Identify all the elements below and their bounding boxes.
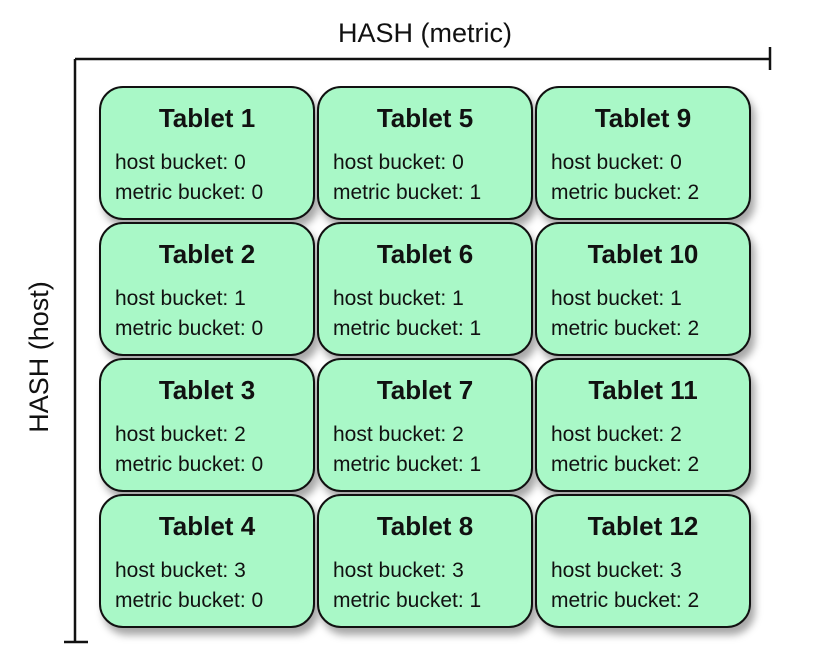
tablet-card: Tablet 5 host bucket: 0 metric bucket: 1 [317,86,533,220]
tablet-title: Tablet 7 [376,375,474,405]
tablet-metric-bucket: metric bucket: 2 [551,453,700,476]
tablet-title: Tablet 12 [587,511,699,541]
tablet-card: Tablet 7 host bucket: 2 metric bucket: 1 [317,358,533,492]
tablet-host-bucket: host bucket: 2 [333,423,464,446]
tablet-card: Tablet 9 host bucket: 0 metric bucket: 2 [535,86,751,220]
tablet-card: Tablet 10 host bucket: 1 metric bucket: … [535,222,751,356]
tablet-title: Tablet 8 [376,511,474,541]
tablet-title: Tablet 1 [158,103,256,133]
tablet-metric-bucket: metric bucket: 1 [333,589,482,612]
metric-axis-label: HASH (metric) [338,18,512,48]
tablet-host-bucket: host bucket: 2 [115,423,246,446]
tablet-card: Tablet 2 host bucket: 1 metric bucket: 0 [99,222,315,356]
tablet-host-bucket: host bucket: 0 [551,151,682,174]
tablet-host-bucket: host bucket: 3 [551,559,682,582]
tablet-host-bucket: host bucket: 3 [115,559,246,582]
tablet-title: Tablet 2 [158,239,256,269]
tablet-title: Tablet 10 [587,239,699,269]
tablet-title: Tablet 11 [588,375,698,405]
tablet-host-bucket: host bucket: 1 [115,287,246,310]
tablet-title: Tablet 3 [158,375,256,405]
tablet-host-bucket: host bucket: 0 [333,151,464,174]
tablet-grid: Tablet 1 host bucket: 0 metric bucket: 0… [99,86,752,628]
tablet-card: Tablet 3 host bucket: 2 metric bucket: 0 [99,358,315,492]
tablet-title: Tablet 9 [594,103,692,133]
tablet-host-bucket: host bucket: 0 [115,151,246,174]
tablet-metric-bucket: metric bucket: 1 [333,181,482,204]
tablet-host-bucket: host bucket: 2 [551,423,682,446]
tablet-metric-bucket: metric bucket: 1 [333,317,482,340]
tablet-metric-bucket: metric bucket: 0 [115,453,264,476]
tablet-card: Tablet 12 host bucket: 3 metric bucket: … [535,494,751,628]
tablet-metric-bucket: metric bucket: 2 [551,589,700,612]
tablet-metric-bucket: metric bucket: 0 [115,317,264,340]
tablet-card: Tablet 1 host bucket: 0 metric bucket: 0 [99,86,315,220]
tablet-metric-bucket: metric bucket: 0 [115,589,264,612]
tablet-title: Tablet 6 [376,239,474,269]
tablet-metric-bucket: metric bucket: 1 [333,453,482,476]
tablet-metric-bucket: metric bucket: 2 [551,181,700,204]
tablet-title: Tablet 5 [376,103,474,133]
tablet-card: Tablet 8 host bucket: 3 metric bucket: 1 [317,494,533,628]
tablet-card: Tablet 11 host bucket: 2 metric bucket: … [535,358,751,492]
tablet-metric-bucket: metric bucket: 2 [551,317,700,340]
tablet-metric-bucket: metric bucket: 0 [115,181,264,204]
tablet-card: Tablet 6 host bucket: 1 metric bucket: 1 [317,222,533,356]
tablet-host-bucket: host bucket: 3 [333,559,464,582]
tablet-card: Tablet 4 host bucket: 3 metric bucket: 0 [99,494,315,628]
tablet-title: Tablet 4 [158,511,256,541]
tablet-host-bucket: host bucket: 1 [333,287,464,310]
tablet-host-bucket: host bucket: 1 [551,287,682,310]
